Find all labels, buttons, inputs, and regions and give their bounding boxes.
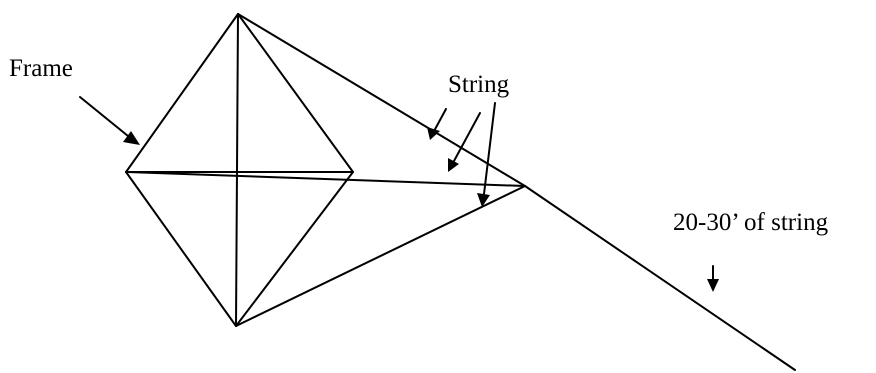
string-arrow-left [427,108,447,140]
frame-label: Frame [9,55,73,82]
bridle-string-top [237,13,526,187]
string-label: String [448,71,510,98]
frame-edge-top-left [125,13,239,173]
frame-edge-bottom-right [235,171,354,327]
string-arrow-right [477,102,496,207]
frame-edge-bottom-left [125,171,237,327]
string-arrow-right-head [477,193,490,207]
string-arrow-left-head [427,127,440,140]
tail-arrow [707,265,719,292]
frame-arrow-head [123,131,140,145]
frame-spine-vertical [235,13,239,327]
annotation-arrows [79,96,719,292]
tail-string-label: 20-30’ of string [673,209,829,236]
kite-bridle-strings [125,13,796,371]
bridle-string-bottom [235,185,526,327]
frame-arrow [79,96,140,145]
bridle-string-middle [125,171,526,187]
kite-frame [125,13,354,327]
tail-string [524,185,796,371]
frame-edge-top-right [237,13,354,173]
string-arrow-middle [448,112,481,172]
string-arrow-middle-head [448,158,459,172]
tail-arrow-head [707,279,719,292]
